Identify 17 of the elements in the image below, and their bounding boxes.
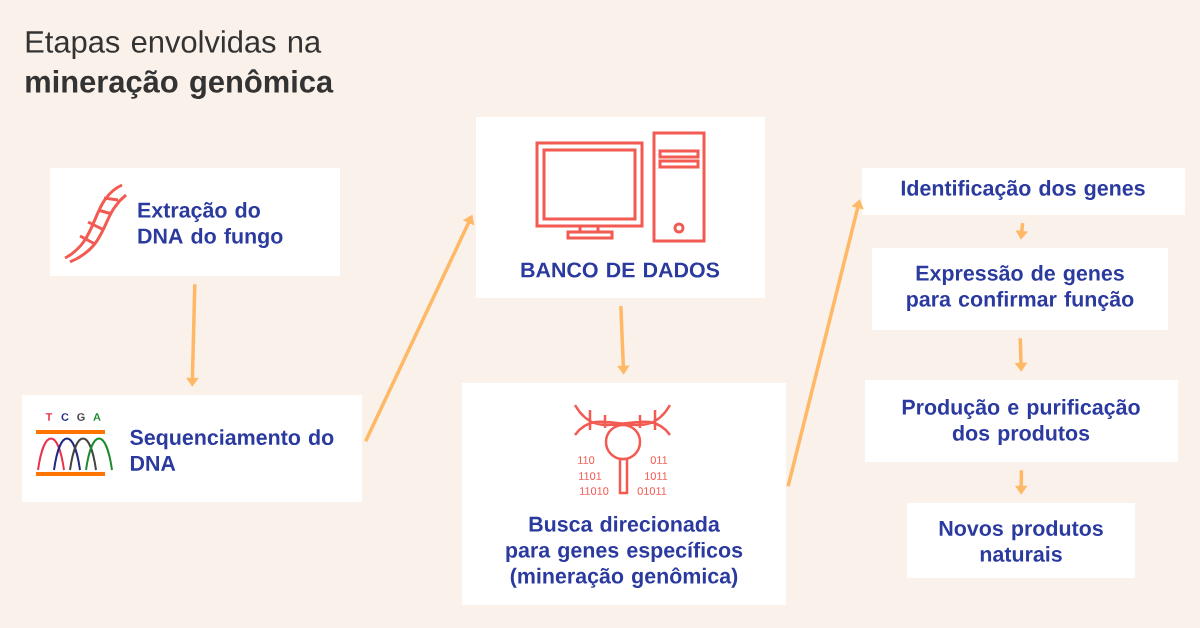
step-box: Extração do DNA do fungo [50,168,340,276]
base-letter: T [45,413,53,421]
base-letter: A [93,413,101,421]
step-box: Produção e purificação dos produtos [865,380,1178,462]
title: Etapas envolvidas na mineração genômica [26,30,334,99]
step-box: Identificação dos genes [862,168,1185,215]
binary-digits: 1101 [579,472,602,480]
binary-digits: 011 [650,456,668,464]
binary-digits: 01011 [637,487,667,495]
step-box: BANCO DE DADOS [476,117,765,298]
step-box: Novos produtos naturais [907,503,1135,578]
step-box: Expressão de genes para confirmar função [872,248,1168,330]
base-letter: C [61,413,69,421]
binary-digits: 110 [578,456,595,464]
binary-digits: 1011 [645,472,668,480]
binary-digits: 11010 [580,487,609,495]
base-letter: G [77,413,85,421]
